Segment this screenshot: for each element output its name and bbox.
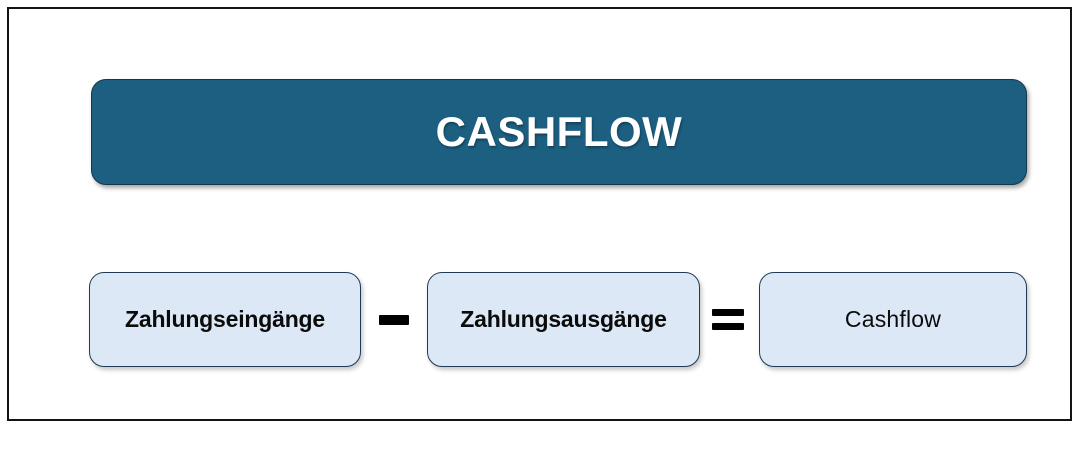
equals-icon-bar-top: [712, 309, 744, 316]
term-label-incoming-payments: Zahlungseingänge: [125, 306, 325, 332]
cashflow-formula-row: Zahlungseingänge Zahlungsausgänge Cashfl…: [9, 272, 1079, 367]
term-label-cashflow-result: Cashflow: [844, 306, 942, 332]
minus-icon: [371, 272, 417, 367]
diagram-frame: CASHFLOW Zahlungseingänge Zahlungsausgän…: [7, 7, 1072, 421]
equals-icon-bar-bottom: [712, 323, 744, 330]
term-label-outgoing-payments: Zahlungsausgänge: [460, 306, 667, 332]
equals-icon: [703, 272, 753, 367]
term-box-outgoing-payments: Zahlungsausgänge: [427, 272, 700, 367]
term-box-incoming-payments: Zahlungseingänge: [89, 272, 361, 367]
minus-icon-bar: [379, 314, 409, 325]
term-box-cashflow-result: Cashflow: [759, 272, 1027, 367]
page-title: CASHFLOW: [435, 108, 683, 155]
cashflow-title-banner: CASHFLOW: [91, 79, 1027, 185]
